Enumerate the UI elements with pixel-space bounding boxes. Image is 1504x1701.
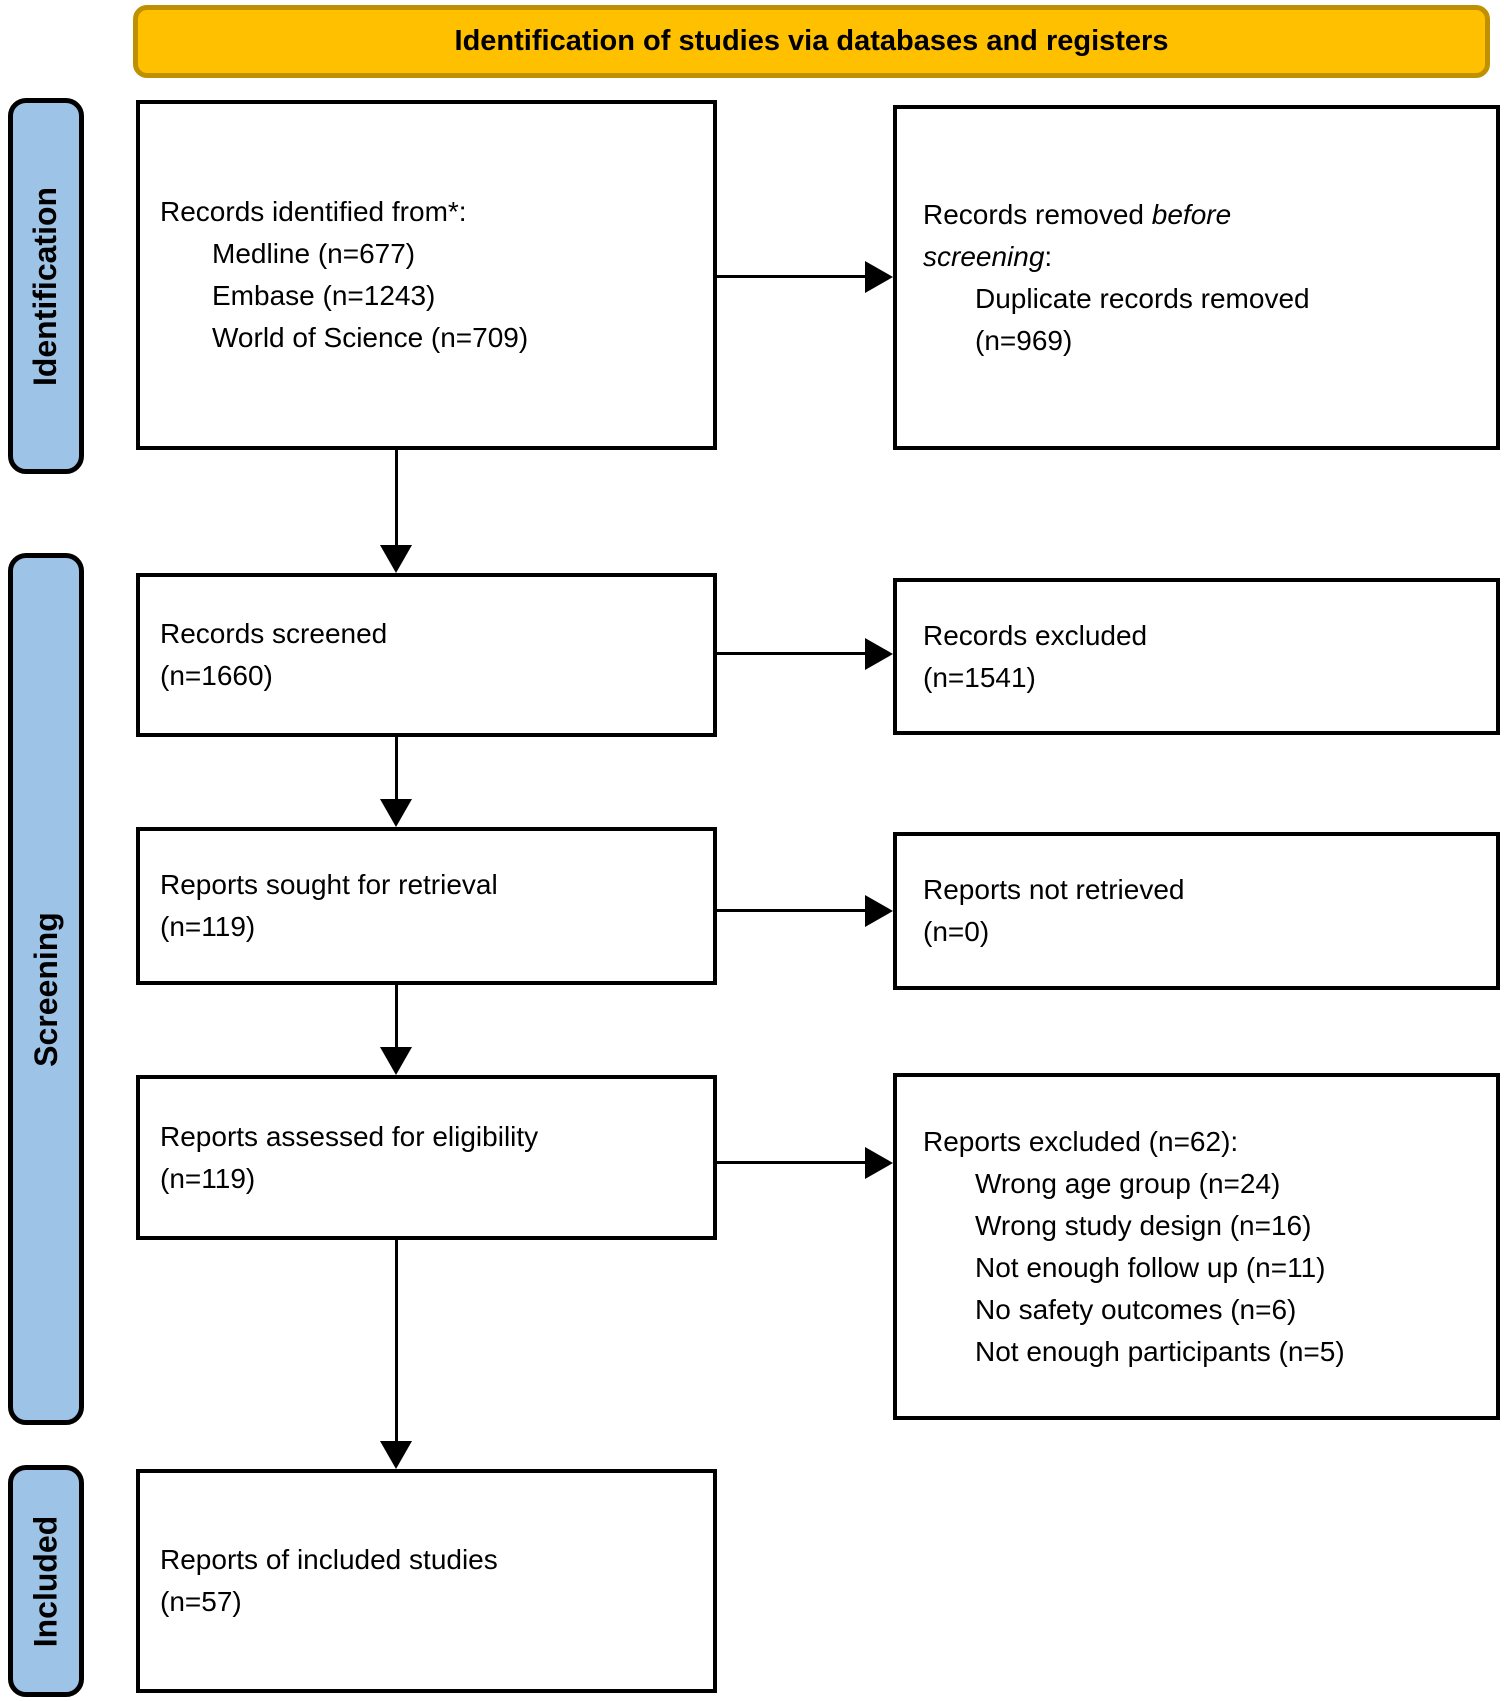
reports-included-box: Reports of included studies (n=57) [136,1469,717,1693]
reports-assessed-line1: Reports assessed for eligibility [160,1120,539,1152]
stage-screening: Screening [8,553,84,1425]
records-removed-item-line2: (n=969) [975,324,1073,356]
reports-excluded-heading: Reports excluded (n=62): [923,1125,1239,1157]
records-excluded-line2: (n=1541) [923,661,1036,693]
arrow-head-icon [865,638,893,670]
reports-excluded-item: Not enough participants (n=5) [975,1335,1345,1367]
records-removed-line1: Records removed before [923,198,1232,230]
arrow-head-icon [865,261,893,293]
records-removed-box: Records removed before screening: Duplic… [893,105,1500,450]
arrow-shaft [717,275,867,278]
records-excluded-line1: Records excluded [923,619,1148,651]
arrow-head-icon [380,1441,412,1469]
arrow-shaft [717,1161,867,1164]
reports-included-line1: Reports of included studies [160,1544,498,1575]
records-identified-item: Embase (n=1243) [212,280,436,311]
records-excluded-box: Records excluded (n=1541) [893,578,1500,735]
stage-included-label: Included [27,1515,64,1647]
arrow-shaft [717,909,867,912]
reports-excluded-item: Wrong study design (n=16) [975,1209,1312,1241]
arrow-head-icon [380,799,412,827]
records-identified-item: Medline (n=677) [212,238,416,269]
arrow-head-icon [865,895,893,927]
reports-excluded-box: Reports excluded (n=62): Wrong age group… [893,1073,1500,1420]
reports-not-retrieved-line1: Reports not retrieved [923,874,1185,905]
stage-included: Included [8,1465,84,1697]
reports-sought-line2: (n=119) [160,911,256,942]
reports-excluded-item: Wrong age group (n=24) [975,1167,1281,1199]
reports-sought-box: Reports sought for retrieval (n=119) [136,827,717,985]
reports-assessed-line2: (n=119) [160,1162,256,1194]
records-identified-item: World of Science (n=709) [212,322,529,353]
arrow-head-icon [865,1147,893,1179]
banner: Identification of studies via databases … [133,5,1490,78]
arrow-head-icon [380,545,412,573]
stage-identification-label: Identification [27,186,64,386]
arrow-shaft [717,652,867,655]
reports-sought-line1: Reports sought for retrieval [160,869,498,900]
arrow-shaft [395,450,398,547]
arrow-shaft [395,985,398,1049]
reports-included-line2: (n=57) [160,1586,242,1617]
reports-excluded-item: No safety outcomes (n=6) [975,1293,1297,1325]
stage-screening-label: Screening [27,911,64,1067]
records-screened-line1: Records screened [160,618,388,649]
arrow-shaft [395,1240,398,1443]
banner-title: Identification of studies via databases … [454,25,1169,57]
stage-identification: Identification [8,98,84,474]
records-removed-item-line1: Duplicate records removed [975,282,1310,314]
reports-not-retrieved-line2: (n=0) [923,916,990,947]
records-removed-line2: screening: [923,240,1053,272]
records-screened-line2: (n=1660) [160,660,273,691]
records-identified-box: Records identified from*: Medline (n=677… [136,100,717,450]
reports-excluded-item: Not enough follow up (n=11) [975,1251,1326,1283]
records-identified-heading: Records identified from*: [160,196,467,227]
records-screened-box: Records screened (n=1660) [136,573,717,737]
reports-assessed-box: Reports assessed for eligibility (n=119) [136,1075,717,1240]
arrow-head-icon [380,1047,412,1075]
reports-not-retrieved-box: Reports not retrieved (n=0) [893,832,1500,990]
arrow-shaft [395,737,398,801]
